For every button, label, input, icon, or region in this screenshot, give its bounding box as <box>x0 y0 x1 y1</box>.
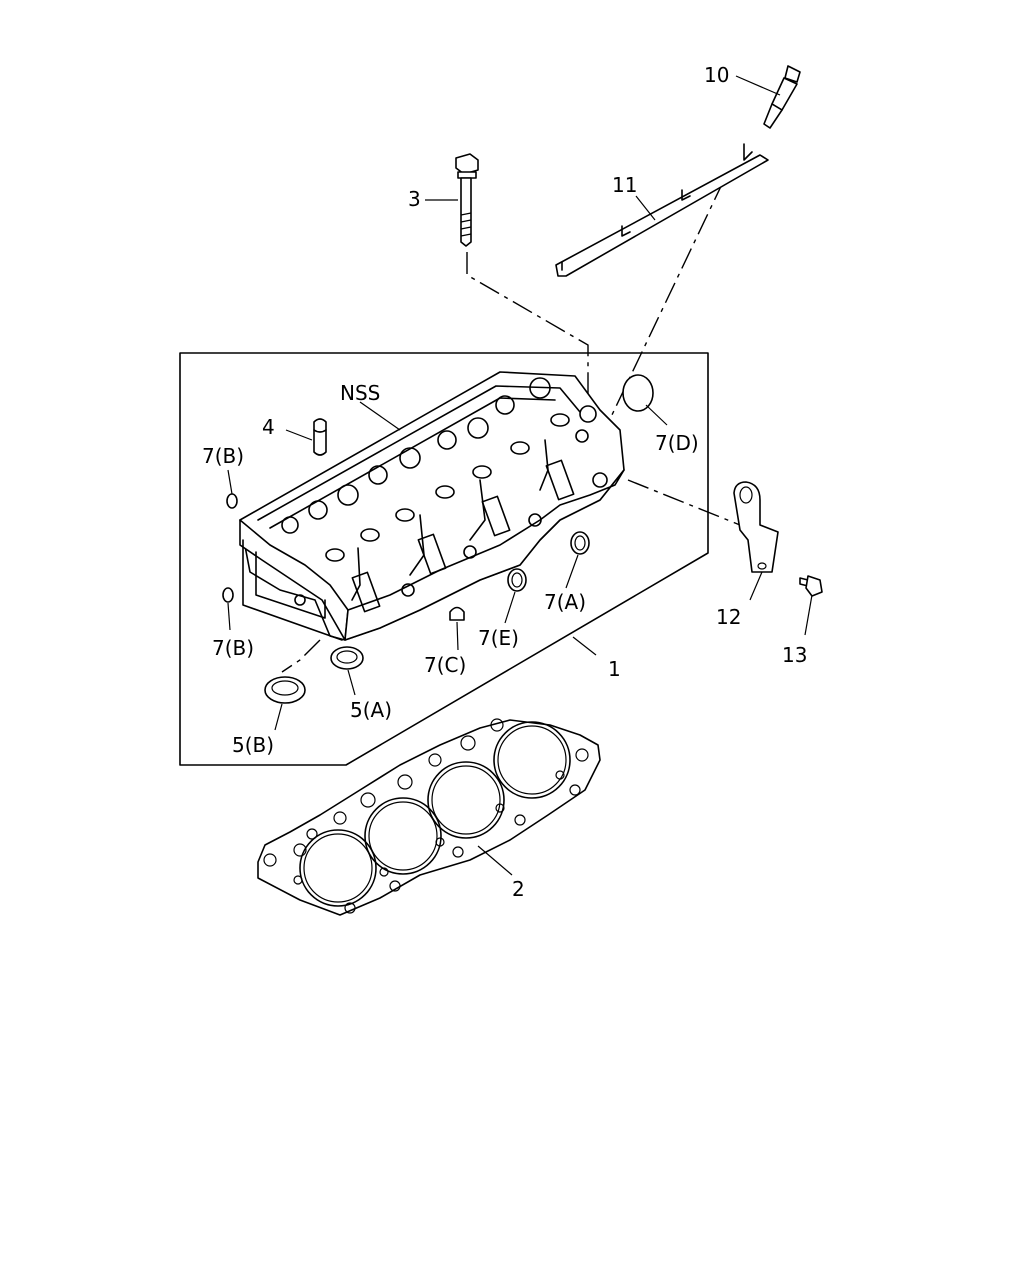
bolt-13 <box>799 575 823 597</box>
seal-7e <box>507 568 527 592</box>
label-11: 11 <box>612 173 637 197</box>
plug-7d <box>622 374 654 412</box>
label-7c: 7(C) <box>424 653 466 677</box>
head-bolt-3 <box>455 153 479 247</box>
seal-7a <box>570 531 590 555</box>
label-4: 4 <box>262 415 275 439</box>
seal-5b <box>264 676 306 704</box>
glow-plug-connector-11 <box>555 143 769 277</box>
label-5a: 5(A) <box>350 698 392 722</box>
label-7b-bottom: 7(B) <box>212 636 254 660</box>
valve-guide-4 <box>313 418 327 456</box>
part-labels: 1 2 3 4 5(A) 5(B) 7(A) 7(B) 7(B) 7(C) 7(… <box>202 63 807 901</box>
alignment-lines <box>281 179 741 673</box>
plug-7c <box>449 606 465 621</box>
bracket-12 <box>733 481 779 573</box>
seal-7b-bottom <box>222 587 234 603</box>
assembly-boundary-box <box>179 352 709 766</box>
seal-5a <box>330 646 364 670</box>
label-nss: NSS <box>340 381 380 405</box>
label-7a: 7(A) <box>544 590 586 614</box>
label-1: 1 <box>608 657 621 681</box>
cylinder-head <box>239 371 625 641</box>
label-10: 10 <box>704 63 729 87</box>
leader-lines <box>227 75 813 876</box>
label-5b: 5(B) <box>232 733 274 757</box>
glow-plug-10 <box>763 65 801 129</box>
label-7e: 7(E) <box>478 626 519 650</box>
seal-7b-top <box>226 493 238 509</box>
label-7d: 7(D) <box>655 431 699 455</box>
head-gasket-2 <box>257 718 601 916</box>
label-13: 13 <box>782 643 807 667</box>
label-2: 2 <box>512 877 525 901</box>
label-3: 3 <box>408 187 421 211</box>
label-7b-top: 7(B) <box>202 444 244 468</box>
label-12: 12 <box>716 605 741 629</box>
